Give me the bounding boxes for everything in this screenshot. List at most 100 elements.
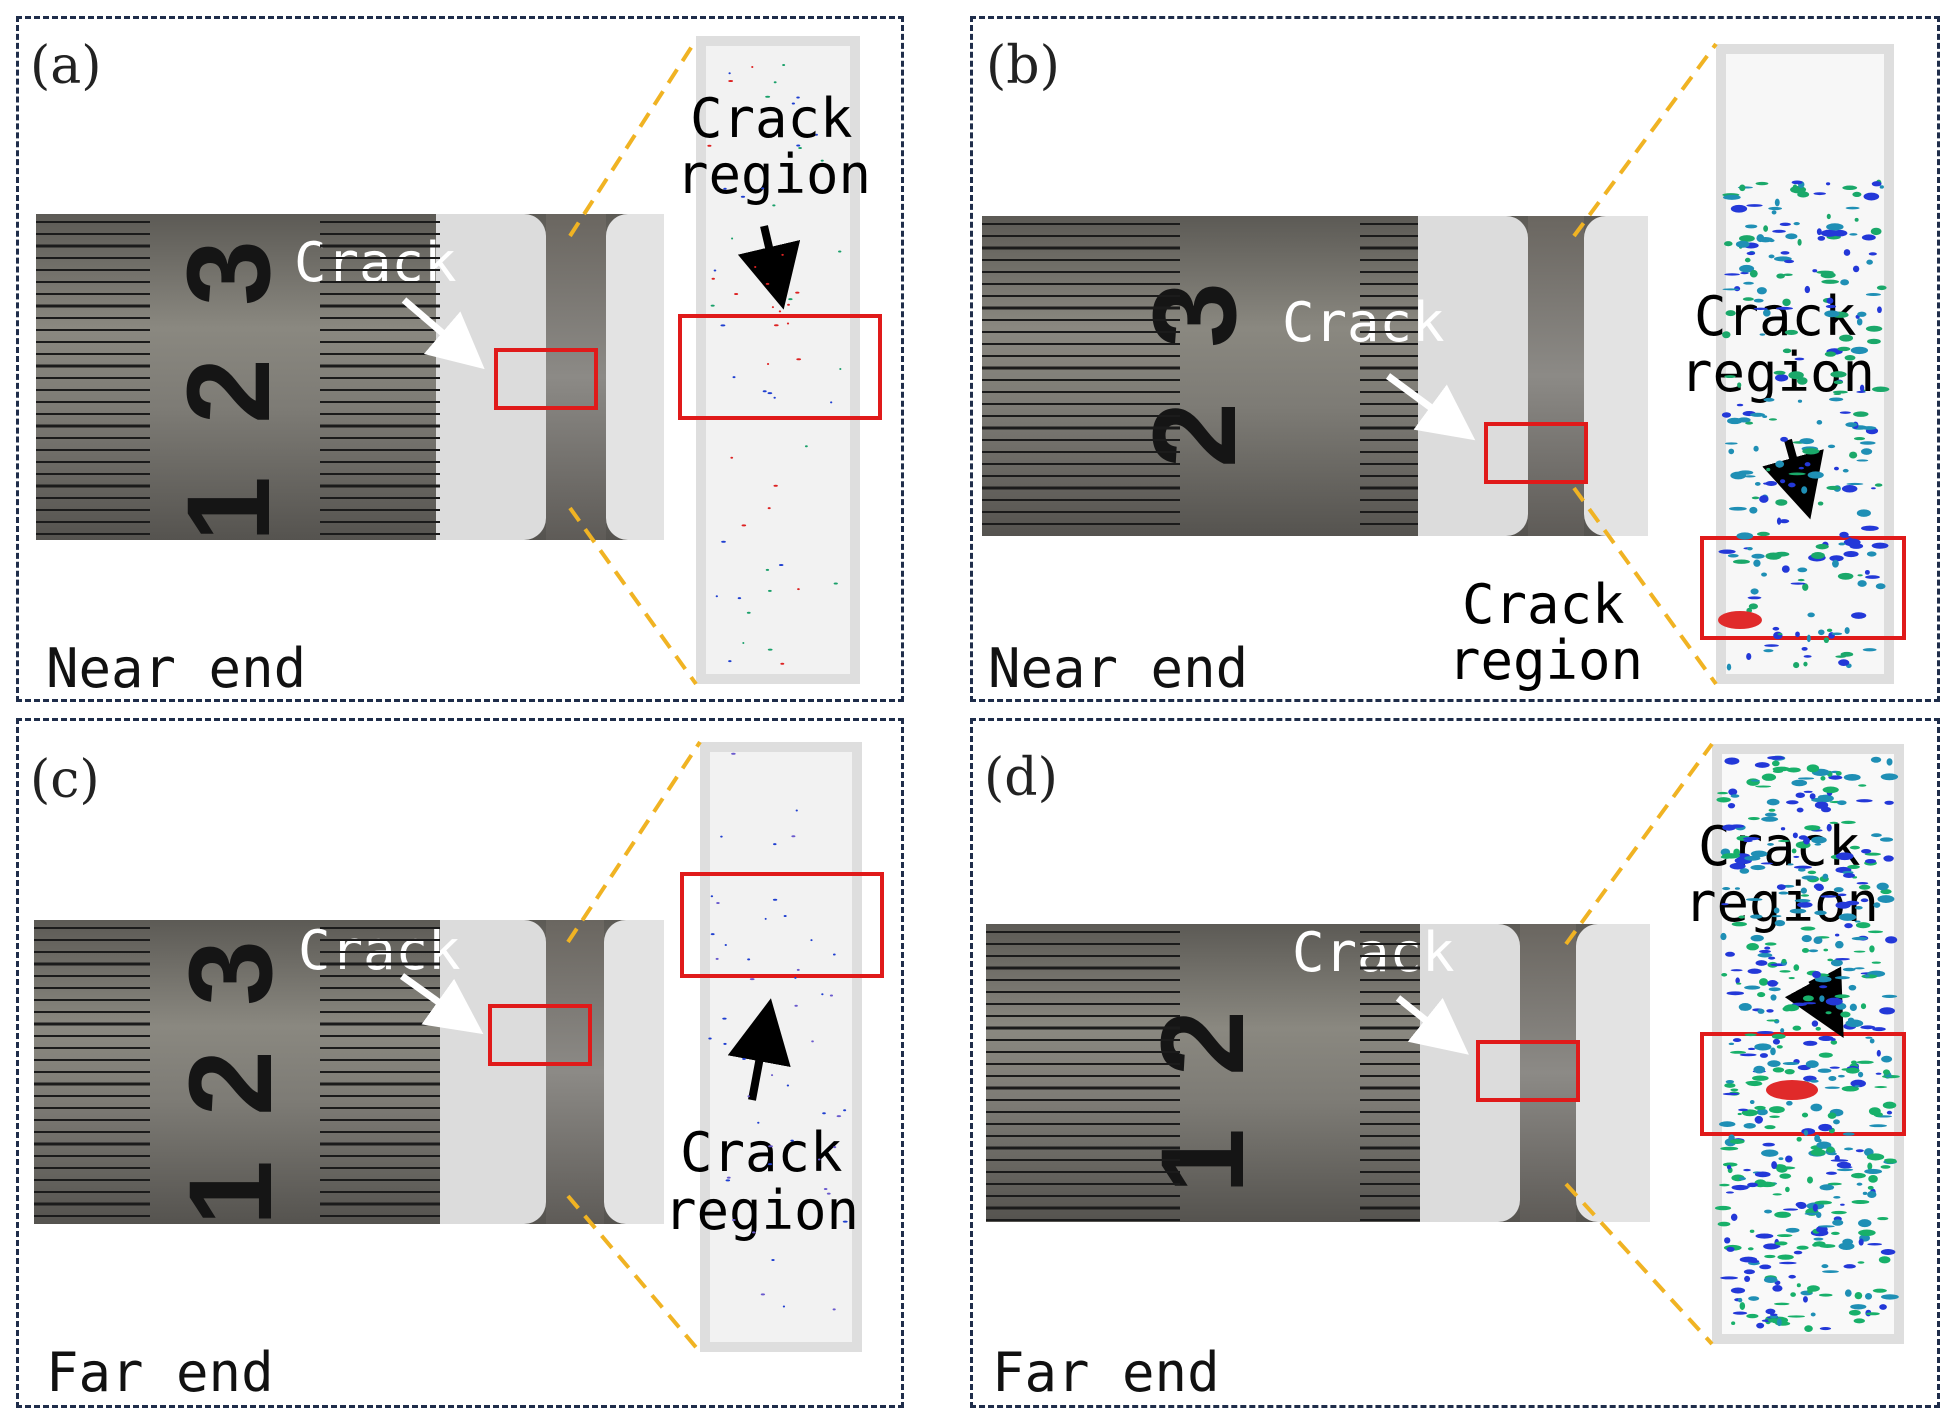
speckle <box>1780 251 1790 255</box>
speckle <box>1812 1203 1818 1212</box>
speckle <box>1868 252 1877 256</box>
speckle <box>1871 487 1876 490</box>
speckle <box>1797 868 1806 872</box>
speckle <box>1782 348 1792 354</box>
speckle <box>1768 808 1776 812</box>
speckle <box>1783 1004 1800 1012</box>
speckle <box>1763 482 1770 485</box>
speckle <box>710 933 715 936</box>
speckle <box>1800 887 1807 894</box>
speckle <box>1722 331 1731 339</box>
speckle <box>773 396 776 399</box>
crack-highlight-box <box>1476 1040 1580 1102</box>
speckle <box>1855 1149 1864 1153</box>
speckle <box>1876 882 1889 891</box>
speckle <box>1845 206 1860 210</box>
speckle <box>762 390 767 393</box>
speckle <box>767 392 773 395</box>
speckle <box>726 1176 731 1179</box>
speckle <box>1730 1088 1739 1092</box>
speckle <box>1724 273 1740 276</box>
speckle <box>1740 271 1749 275</box>
speckle <box>1840 651 1854 657</box>
speckle <box>842 1220 848 1223</box>
speckle <box>1732 559 1750 564</box>
speckle <box>1816 270 1834 274</box>
speckle <box>1767 755 1785 760</box>
speckle <box>833 582 838 585</box>
speckle <box>787 303 790 306</box>
grip-left <box>440 920 546 1224</box>
speckle <box>1830 1040 1838 1045</box>
speckle <box>1777 633 1783 636</box>
speckle <box>1769 1106 1785 1114</box>
speckle <box>767 507 771 510</box>
speckle <box>1746 546 1753 551</box>
speckle <box>1744 855 1761 861</box>
speckle <box>1858 884 1871 890</box>
speckle <box>1772 229 1786 233</box>
speckle <box>1861 234 1876 241</box>
speckle <box>1862 648 1877 652</box>
speckle <box>1722 1162 1738 1167</box>
speckle <box>1720 1146 1739 1151</box>
speckle <box>1732 1038 1742 1043</box>
speckle <box>1770 1047 1776 1056</box>
speckle <box>1813 883 1824 890</box>
speckle <box>783 915 787 918</box>
speckle <box>1721 412 1732 418</box>
speckle <box>1880 773 1899 781</box>
speckle <box>1731 1184 1749 1191</box>
speckle <box>1724 375 1736 379</box>
speckle <box>1826 823 1832 832</box>
crack-label: Crack <box>1282 291 1445 354</box>
speckle <box>1828 775 1843 780</box>
grip-right <box>604 920 664 1224</box>
speckle <box>768 1145 773 1148</box>
speckle <box>1854 1085 1860 1088</box>
speckle <box>1792 832 1798 839</box>
speckle <box>1738 1108 1749 1112</box>
speckle <box>1736 982 1742 985</box>
speckle <box>1856 459 1869 462</box>
speckle <box>1870 227 1882 236</box>
speckle <box>1745 898 1763 901</box>
speckle-map <box>707 63 1900 1333</box>
speckle <box>1779 1173 1792 1179</box>
speckle <box>1853 950 1866 953</box>
speckle <box>1753 445 1759 452</box>
speckle <box>1865 293 1881 296</box>
speckle <box>1844 627 1850 634</box>
speckle <box>1754 762 1770 768</box>
crack-region-box <box>680 872 884 978</box>
speckle <box>1834 994 1850 999</box>
crack-label: Crack <box>298 919 461 982</box>
speckle <box>1721 903 1729 906</box>
speckle <box>1724 1082 1736 1088</box>
speckle <box>1743 1269 1756 1275</box>
speckle <box>1833 466 1839 471</box>
speckle <box>731 752 736 755</box>
speckle <box>1722 824 1736 831</box>
speckle <box>1832 1219 1844 1226</box>
speckle <box>1833 1119 1840 1125</box>
speckle <box>1809 793 1816 800</box>
speckle <box>1799 438 1815 445</box>
speckle <box>1856 390 1866 393</box>
speckle <box>767 1163 773 1166</box>
speckle <box>1727 802 1736 809</box>
speckle <box>794 976 797 979</box>
specimen-neck <box>546 920 604 1224</box>
speckle <box>1778 891 1789 895</box>
speckle <box>1835 655 1847 658</box>
speckle <box>737 597 742 600</box>
speckle <box>710 895 714 898</box>
speckle <box>1779 970 1791 973</box>
speckle <box>1869 1124 1888 1128</box>
speckle <box>1875 1072 1882 1075</box>
speckle <box>836 1115 842 1118</box>
speckle <box>1830 371 1847 378</box>
speckle <box>1735 977 1740 984</box>
speckle <box>1771 915 1782 918</box>
speckle <box>823 1187 828 1190</box>
